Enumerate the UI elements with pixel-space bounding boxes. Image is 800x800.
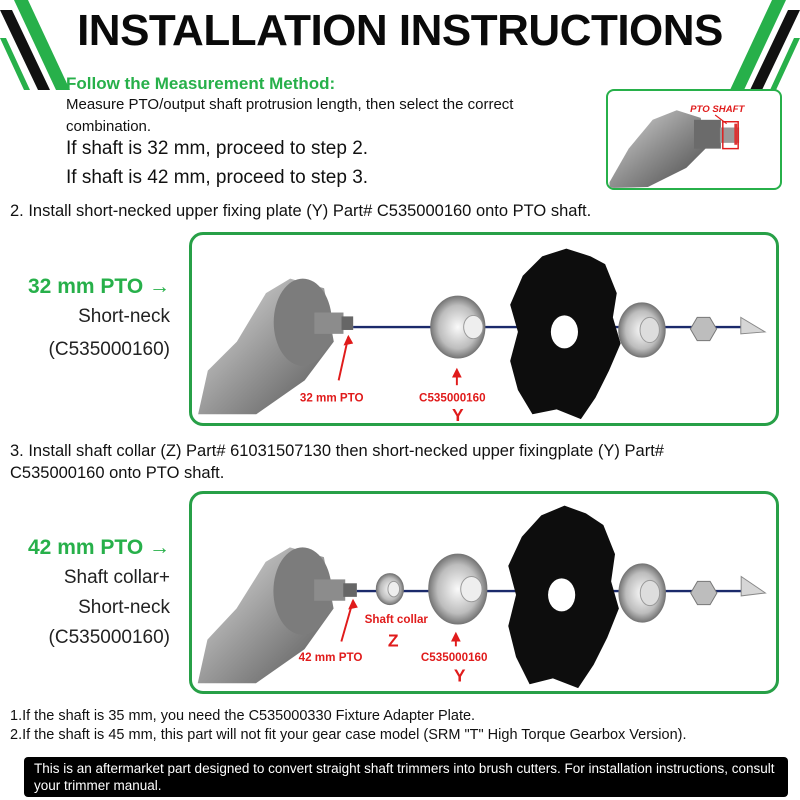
fixing-plate-y [430, 295, 486, 359]
part-y-letter: Y [452, 405, 464, 423]
pto-32-part-number-label: (C535000160) [48, 339, 170, 360]
fixing-plate-y [428, 553, 488, 625]
disclaimer-banner: This is an aftermarket part designed to … [24, 757, 788, 797]
shaft-collar-diagram-label: Shaft collar [365, 613, 429, 626]
pto-32-diagram-label: 32 mm PTO [300, 392, 364, 405]
step-3-diagram-panel: 42 mm PTO Shaft collar Z C535000160 Y [189, 491, 779, 694]
step-2-diagram-panel: 32 mm PTO C535000160 Y [189, 232, 779, 426]
gearbox-photo-illustration: PTO SHAFT [609, 104, 745, 188]
cotter-pin [740, 316, 767, 335]
page-title: INSTALLATION INSTRUCTIONS [77, 6, 723, 55]
pto-42-shaft-collar-label: Shaft collar+ [63, 567, 170, 588]
gearbox-illustration [198, 278, 354, 415]
hex-nut [689, 316, 718, 342]
shaft-32-instruction: If shaft is 32 mm, proceed to step 2. [66, 138, 369, 159]
pto-32-short-neck-label: Short-neck [78, 306, 170, 327]
step-3-assembly-diagram: 42 mm PTO Shaft collar Z C535000160 Y [197, 505, 767, 689]
pto-42-heading: 42 mm PTO → [28, 536, 170, 559]
pto-42-short-neck-label: Short-neck [78, 597, 170, 618]
note-35mm: 1.If the shaft is 35 mm, you need the C5… [10, 708, 476, 724]
pto-shaft-photo: PTO SHAFT [606, 89, 782, 190]
hex-nut [690, 580, 718, 606]
measure-instruction-line2: combination. [66, 118, 152, 135]
cup-washer [618, 563, 666, 623]
part-c535000160-label: C535000160 [421, 651, 488, 664]
step-3-instruction-line1: 3. Install shaft collar (Z) Part# 610315… [10, 442, 664, 460]
pto-42-diagram-label: 42 mm PTO [299, 651, 363, 664]
shaft-collar-letter-z: Z [388, 630, 399, 650]
shaft-collar-z [375, 573, 404, 606]
cup-washer [618, 302, 666, 358]
pto-42-part-number-label: (C535000160) [48, 627, 170, 648]
shaft-42-instruction: If shaft is 42 mm, proceed to step 3. [66, 167, 369, 188]
brush-cutter-blade [510, 248, 621, 420]
measure-instruction-line1: Measure PTO/output shaft protrusion leng… [66, 96, 514, 113]
part-y-letter: Y [454, 665, 466, 685]
pto-shaft-photo-label: PTO SHAFT [690, 104, 745, 115]
note-45mm: 2.If the shaft is 45 mm, this part will … [10, 727, 687, 743]
step-2-instruction: 2. Install short-necked upper fixing pla… [10, 202, 592, 220]
brush-cutter-blade [508, 505, 619, 689]
pto-32-heading: 32 mm PTO → [28, 275, 170, 298]
gearbox-illustration [197, 547, 357, 684]
step-3-instruction-line2: C535000160 onto PTO shaft. [10, 464, 225, 482]
right-stripes-decoration [730, 0, 800, 90]
left-stripes-decoration [0, 0, 70, 90]
part-c535000160-label: C535000160 [419, 392, 486, 405]
method-title: Follow the Measurement Method: [66, 74, 336, 93]
step-2-assembly-diagram: 32 mm PTO C535000160 Y [198, 248, 767, 423]
cotter-pin [740, 575, 767, 597]
